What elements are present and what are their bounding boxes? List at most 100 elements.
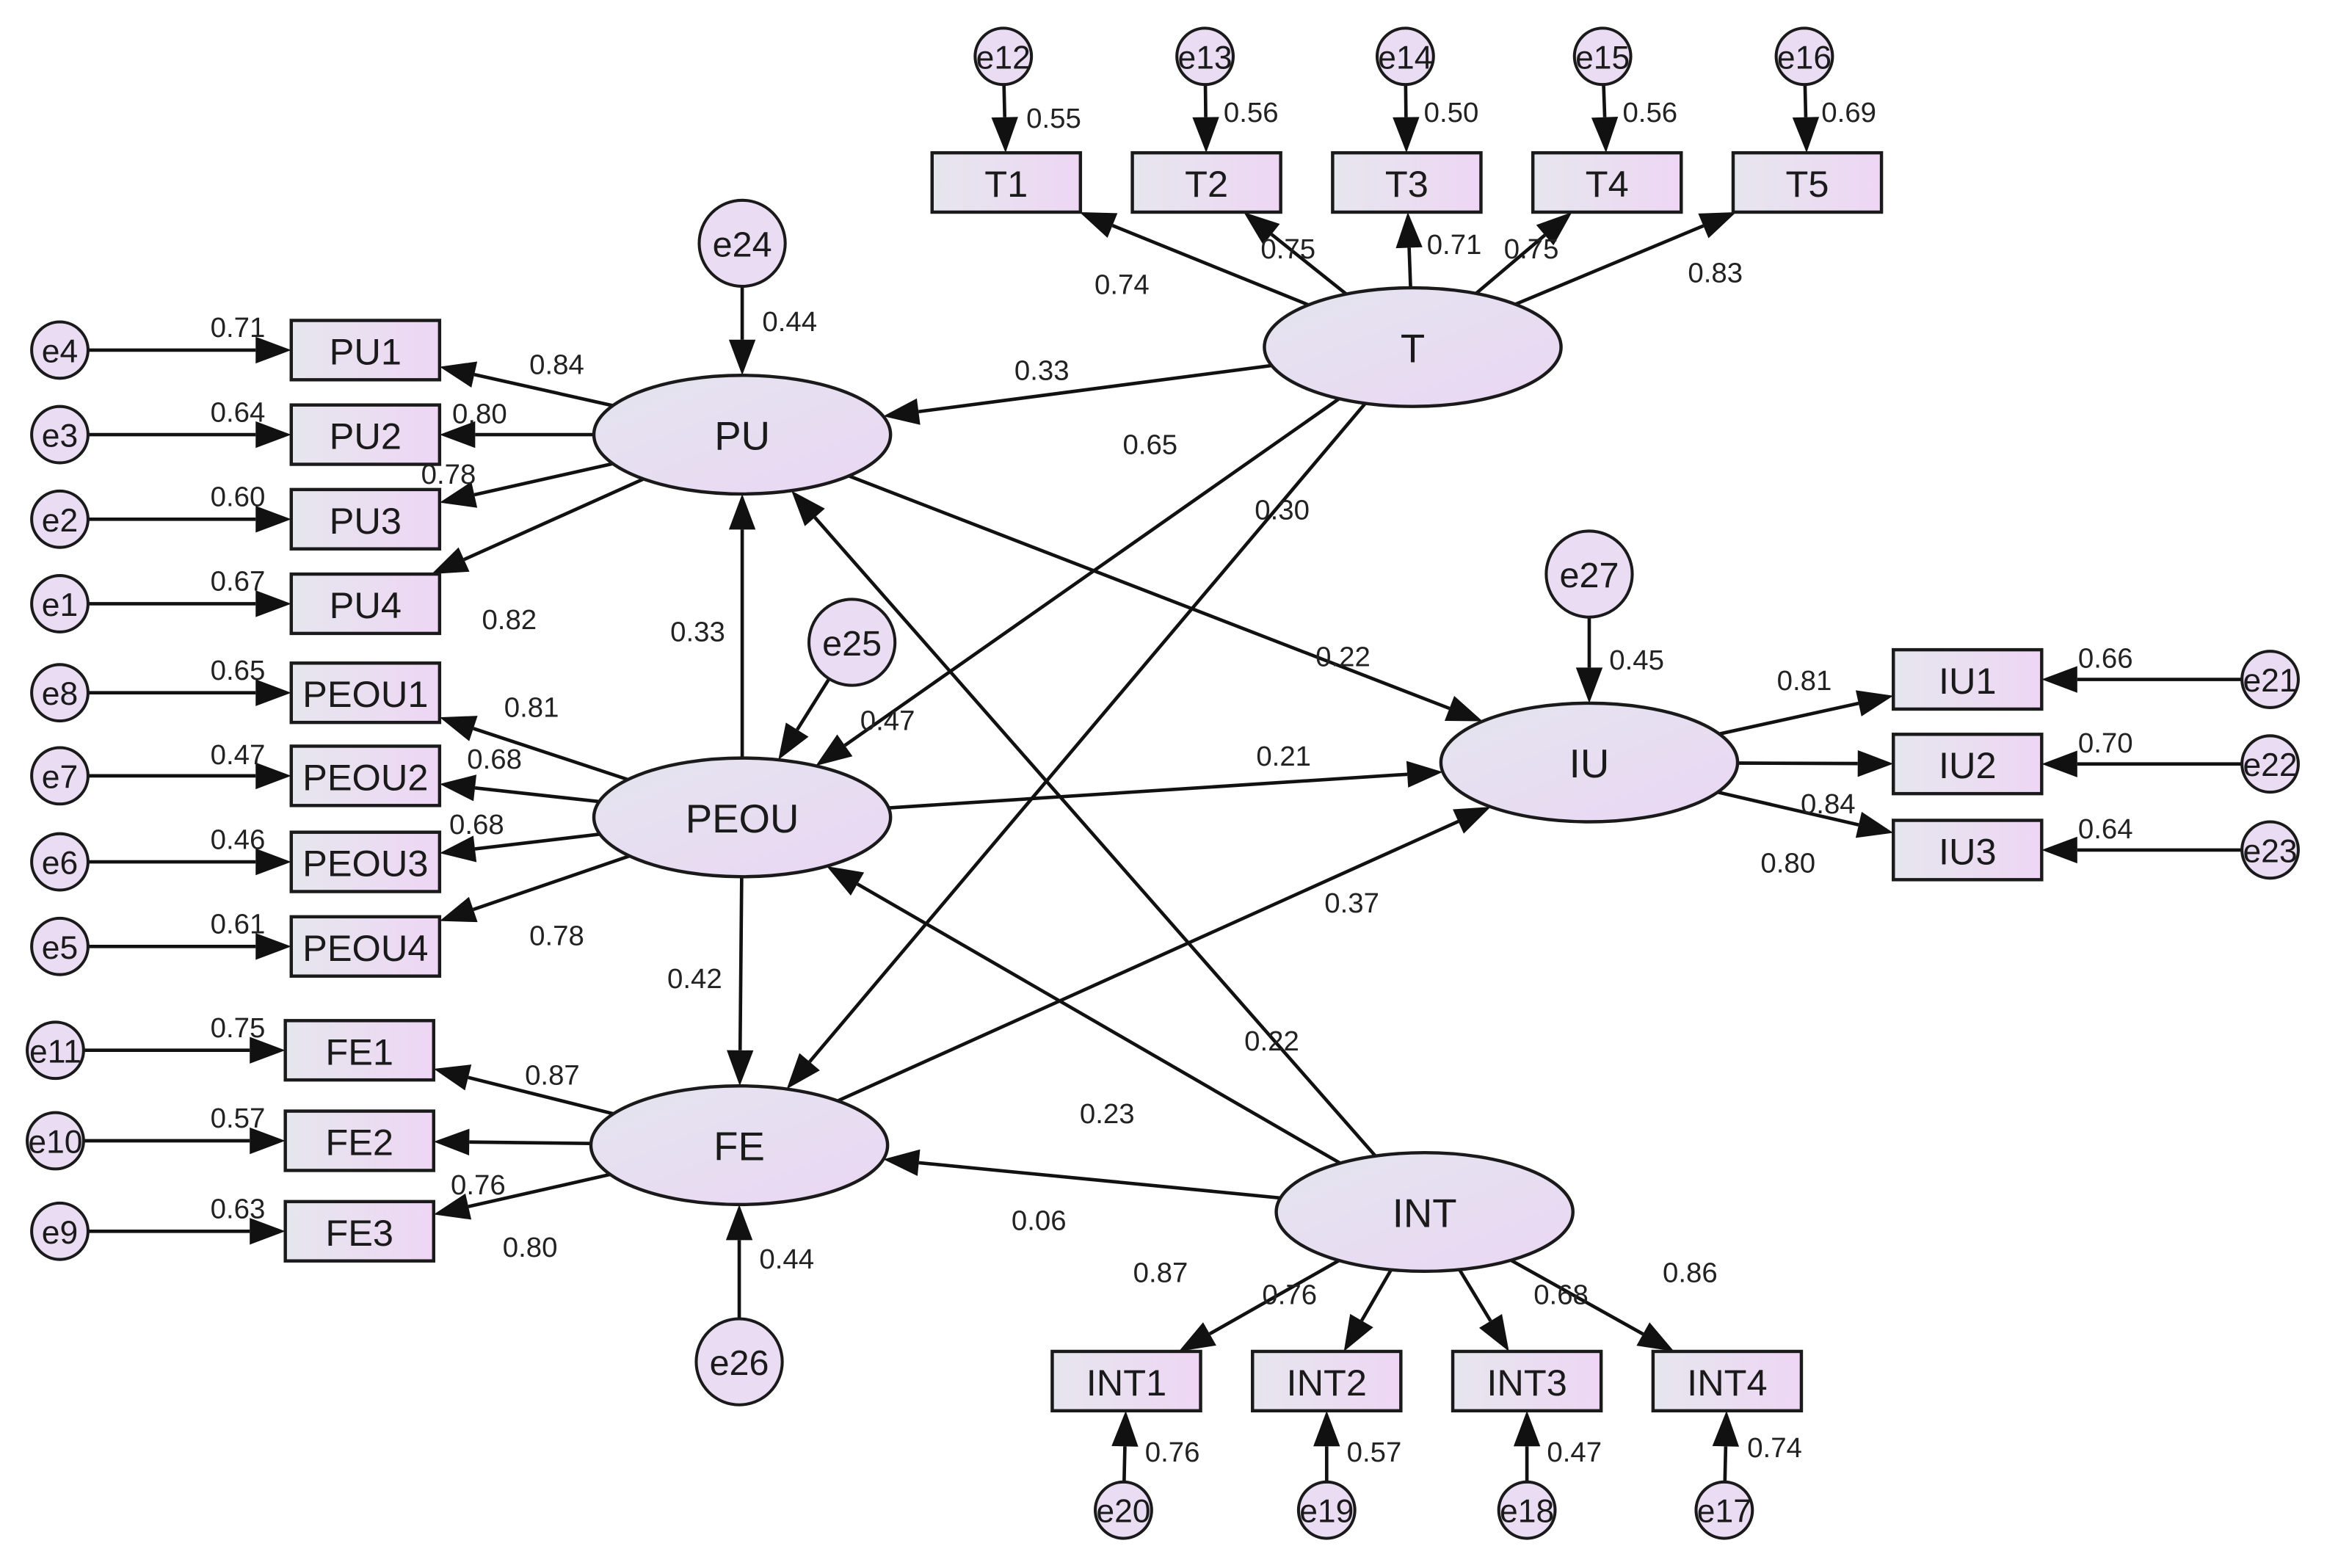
latent-peou: PEOU [592, 756, 893, 879]
latent-label-t: T [1401, 326, 1425, 371]
error-e18: e18 [1497, 1480, 1557, 1540]
error-arrow-e12-to-t1 [991, 84, 1018, 153]
error-arrow-e4-to-pu1 [87, 336, 291, 364]
error-arrow-e8-to-peou1 [87, 679, 291, 706]
r2-value-e11: 0.75 [211, 1012, 266, 1044]
indicator-t4: T4 [1531, 150, 1683, 214]
error-label-e4: e4 [42, 333, 78, 369]
error-arrow-e22-to-iu2 [2041, 750, 2243, 777]
loading-fe-to-fe3 [433, 1172, 611, 1220]
error-label-e18: e18 [1500, 1494, 1554, 1530]
indicator-label-iu2: IU2 [1939, 744, 1997, 786]
loading-value-pu1: 0.84 [529, 349, 584, 381]
r2-value-e20: 0.76 [1145, 1437, 1200, 1468]
error-e11: e11 [26, 1020, 85, 1081]
loading-value-iu2: 0.84 [1801, 788, 1856, 820]
path-t-to-fe [786, 402, 1367, 1089]
r2-value-e26: 0.44 [759, 1244, 814, 1275]
loading-value-peou2: 0.68 [467, 744, 522, 775]
indicator-label-peou4: PEOU4 [302, 927, 428, 969]
r2-value-e8: 0.65 [211, 655, 266, 686]
loading-value-peou4: 0.78 [529, 921, 584, 952]
loading-value-peou1: 0.81 [504, 692, 559, 723]
error-label-e5: e5 [42, 930, 78, 966]
r2-value-e7: 0.47 [211, 739, 266, 771]
path-peou-to-fe [727, 876, 754, 1086]
error-arrow-e15-to-t4 [1591, 84, 1619, 153]
error-e1: e1 [30, 574, 90, 634]
r2-value-e27: 0.45 [1609, 645, 1664, 676]
latent-fe: FE [589, 1084, 890, 1207]
error-e12: e12 [973, 26, 1034, 87]
latent-label-fe: FE [714, 1125, 765, 1169]
error-arrow-e18-to-int3 [1513, 1410, 1541, 1482]
indicator-label-int4: INT4 [1687, 1362, 1767, 1404]
error-arrow-e14-to-t3 [1393, 84, 1420, 153]
error-label-e10: e10 [28, 1125, 82, 1161]
error-arrow-e24-to-pu [728, 286, 756, 376]
indicator-pu4: PU4 [289, 572, 442, 636]
path-value-peou-fe: 0.42 [667, 963, 722, 995]
path-value-peou-pu: 0.33 [670, 616, 725, 647]
indicator-fe1: FE1 [283, 1019, 435, 1082]
indicator-label-pu2: PU2 [330, 415, 402, 457]
indicator-peou3: PEOU3 [289, 830, 442, 893]
loading-value-peou3: 0.68 [449, 809, 504, 841]
r2-value-e14: 0.50 [1424, 97, 1479, 128]
error-arrow-e10-to-fe2 [83, 1127, 286, 1155]
indicator-int4: INT4 [1651, 1349, 1804, 1413]
error-label-e12: e12 [976, 40, 1031, 76]
loading-value-pu3: 0.78 [421, 459, 476, 490]
error-arrow-e20-to-int1 [1111, 1410, 1139, 1482]
error-arrow-e3-to-pu2 [87, 421, 291, 449]
indicator-fe2: FE2 [283, 1109, 435, 1172]
error-label-e20: e20 [1096, 1494, 1150, 1530]
loading-iu-to-iu2 [1738, 749, 1894, 777]
error-label-e22: e22 [2243, 747, 2297, 783]
loading-value-iu3: 0.80 [1760, 848, 1815, 879]
loading-iu-to-iu1 [1718, 690, 1894, 736]
r2-value-e25: 0.47 [860, 705, 915, 737]
error-e17: e17 [1694, 1480, 1754, 1540]
r2-value-e15: 0.56 [1622, 97, 1677, 128]
error-e8: e8 [30, 663, 90, 723]
path-t-to-peou [816, 397, 1340, 766]
error-e10: e10 [26, 1111, 85, 1171]
latent-label-int: INT [1393, 1191, 1457, 1236]
indicator-label-int2: INT2 [1287, 1362, 1367, 1404]
loading-value-fe2: 0.76 [451, 1169, 506, 1201]
loading-t-to-t4 [1475, 211, 1572, 295]
path-value-int-fe: 0.06 [1012, 1205, 1067, 1237]
error-e9: e9 [30, 1201, 90, 1261]
path-fe-to-iu [837, 807, 1491, 1103]
loading-value-int3: 0.68 [1533, 1280, 1589, 1311]
loading-fe-to-fe1 [433, 1064, 614, 1116]
r2-value-e21: 0.66 [2078, 643, 2133, 675]
error-e13: e13 [1175, 26, 1235, 87]
error-label-e19: e19 [1299, 1494, 1354, 1530]
latent-int: INT [1274, 1150, 1575, 1274]
indicator-label-t1: T1 [984, 163, 1028, 205]
indicator-label-int1: INT1 [1086, 1362, 1166, 1404]
loading-pu-to-pu4 [431, 477, 645, 575]
indicator-label-peou3: PEOU3 [302, 843, 428, 885]
error-label-e23: e23 [2243, 833, 2297, 869]
path-int-to-peou [827, 865, 1341, 1165]
r2-value-e6: 0.46 [211, 824, 266, 855]
error-label-e17: e17 [1697, 1494, 1751, 1530]
indicator-label-fe3: FE3 [325, 1212, 393, 1254]
path-value-peou-iu: 0.21 [1256, 741, 1311, 772]
loading-pu-to-pu1 [439, 361, 614, 407]
indicator-label-t5: T5 [1786, 163, 1829, 205]
indicator-fe3: FE3 [283, 1199, 435, 1263]
indicator-t3: T3 [1331, 150, 1483, 214]
r2-value-e10: 0.57 [211, 1103, 266, 1134]
loading-peou-to-peou2 [439, 774, 600, 804]
path-value-int-peou: 0.23 [1080, 1098, 1135, 1130]
r2-value-e2: 0.60 [211, 481, 266, 512]
error-label-e7: e7 [42, 759, 78, 795]
paths-layer [83, 84, 2243, 1482]
error-arrow-e19-to-int2 [1313, 1410, 1340, 1482]
loading-fe-to-fe2 [433, 1128, 592, 1155]
